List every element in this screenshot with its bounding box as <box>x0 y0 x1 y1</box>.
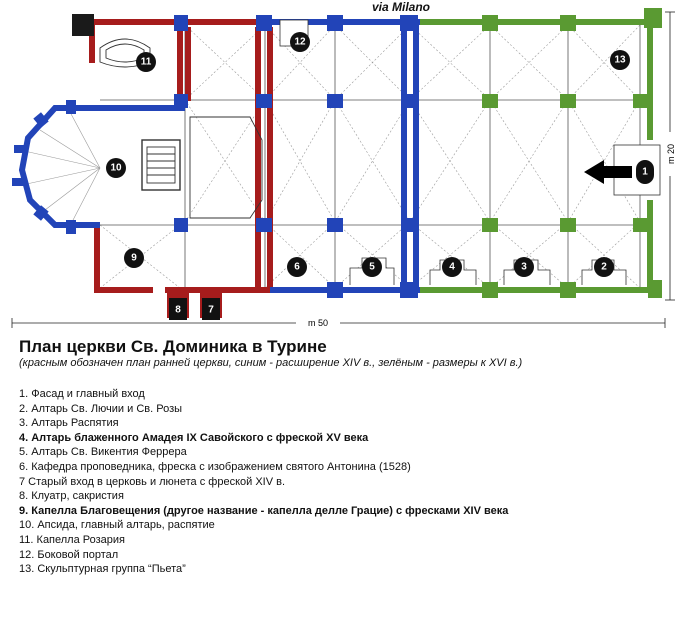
svg-text:7: 7 <box>208 305 214 316</box>
legend-list: 1. Фасад и главный вход 2. Алтарь Св. Лю… <box>19 387 508 577</box>
legend-item: 2. Алтарь Св. Лючии и Св. Розы <box>19 402 183 415</box>
marker-12: 12 <box>290 32 310 52</box>
green-corner <box>644 8 662 28</box>
svg-text:9: 9 <box>131 253 137 264</box>
blue-buttresses <box>12 100 76 234</box>
legend-item: 10. Апсида, главный алтарь, распятие <box>19 519 215 532</box>
svg-text:3: 3 <box>521 262 527 273</box>
side-altars <box>349 257 627 285</box>
legend-item: 8. Клуатр, сакристия <box>19 490 124 503</box>
svg-text:2: 2 <box>601 262 607 273</box>
entrance-arrow-icon <box>584 160 632 184</box>
marker-5: 5 <box>362 257 382 277</box>
legend-item: 5. Алтарь Св. Викентия Феррера <box>19 446 187 459</box>
marker-2: 2 <box>594 257 614 277</box>
marker-6: 6 <box>287 257 307 277</box>
floor-plan-drawing: m 50 m 20 1 2 3 4 5 6 7 8 9 10 11 12 13 <box>11 8 678 330</box>
marker-7: 7 <box>202 298 220 320</box>
scale-height-label: m 20 <box>666 144 676 164</box>
svg-text:5: 5 <box>369 262 375 273</box>
tower-base <box>72 14 94 36</box>
svg-text:10: 10 <box>110 163 122 174</box>
legend-item: 12. Боковой портал <box>19 548 119 561</box>
marker-10: 10 <box>106 158 126 178</box>
svg-text:1: 1 <box>642 167 648 178</box>
marker-1: 1 <box>636 160 654 184</box>
xiv-extension-walls <box>18 19 420 293</box>
scale-height-bg <box>664 132 678 176</box>
apse-rays <box>19 111 101 223</box>
page-title: План церкви Св. Доминика в Турине <box>19 337 327 356</box>
scale-width-label: m 50 <box>308 318 328 328</box>
marker-4: 4 <box>442 257 462 277</box>
green-corner-bottom <box>648 280 662 298</box>
vault-lines <box>99 24 641 289</box>
svg-text:13: 13 <box>614 55 626 66</box>
svg-text:12: 12 <box>294 37 306 48</box>
marker-13: 13 <box>610 50 630 70</box>
street-label: via Milano <box>372 0 431 14</box>
marker-3: 3 <box>514 257 534 277</box>
legend-item: 4. Алтарь блаженного Амадея IX Савойског… <box>19 431 369 444</box>
page-subtitle: (красным обозначен план ранней церкви, с… <box>19 357 523 369</box>
plan-markers: 1 2 3 4 5 6 7 8 9 10 11 12 13 <box>106 32 654 320</box>
marker-9: 9 <box>124 248 144 268</box>
scale-width-bg <box>296 316 340 330</box>
legend-item: 7 Старый вход в церковь и люнета с фреск… <box>19 475 286 488</box>
legend-item: 11. Капелла Розария <box>19 533 126 546</box>
church-floor-plan: m 50 m 20 1 2 3 4 5 6 7 8 9 10 11 12 13 … <box>11 0 678 330</box>
marker-8: 8 <box>169 298 187 320</box>
svg-text:4: 4 <box>449 262 455 273</box>
marker-11: 11 <box>136 52 156 72</box>
legend-item: 9. Капелла Благовещения (другое название… <box>19 504 509 517</box>
svg-text:6: 6 <box>294 262 300 273</box>
legend-item: 1. Фасад и главный вход <box>19 388 145 400</box>
main-altar <box>141 116 263 219</box>
legend-item: 6. Кафедра проповедника, фреска с изобра… <box>19 460 411 473</box>
svg-text:8: 8 <box>175 305 181 316</box>
legend-item: 3. Алтарь Распятия <box>19 417 119 430</box>
legend-item: 13. Скульптурная группа “Пьета” <box>19 563 186 576</box>
svg-text:11: 11 <box>141 57 152 68</box>
piers <box>174 15 647 298</box>
